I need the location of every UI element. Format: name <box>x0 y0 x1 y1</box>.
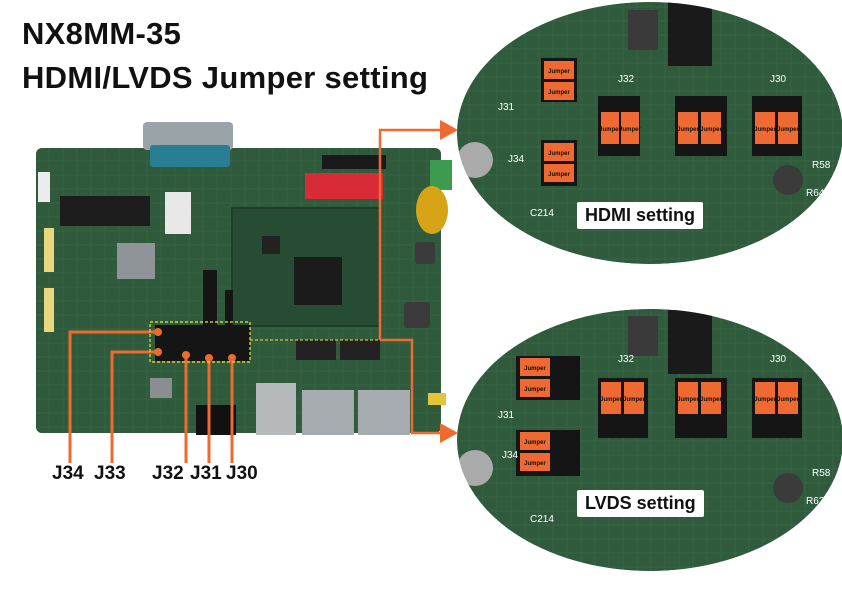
lvds-jumpers <box>520 358 798 471</box>
silk-j34-top: J34 <box>508 154 525 165</box>
board-photo <box>36 122 452 435</box>
jumper-text: Jumper <box>524 461 546 467</box>
silkscreen-labels: J32 J30 J31 J34 C214 R58 R64 J32 J30 J31… <box>498 74 831 525</box>
jumper-text: Jumper <box>548 90 570 96</box>
ethernet-port-2 <box>358 390 410 435</box>
silk-r64-top: R64 <box>806 188 825 199</box>
jumper-text: Jumper <box>548 172 570 178</box>
silk-j30-bot: J30 <box>770 354 787 365</box>
label-j33: J33 <box>94 463 126 484</box>
hdmi-jumpers <box>544 61 798 182</box>
callout-j33 <box>110 350 158 463</box>
jumper-text: Jumper <box>524 387 546 393</box>
silk-j34-bot: J34 <box>502 450 519 461</box>
silk-j31-bot: J31 <box>498 410 515 421</box>
arrow-to-lvds <box>380 338 440 435</box>
jumper-text: Jumper <box>548 69 570 75</box>
label-j30: J30 <box>226 463 258 484</box>
silk-c214-bot: C214 <box>530 514 554 525</box>
jumper-text: Jumper <box>700 127 722 133</box>
serial-connector <box>143 122 233 150</box>
jumper-text: Jumper <box>777 127 799 133</box>
silk-j32-top: J32 <box>618 74 635 85</box>
arrowhead-lvds <box>440 423 458 443</box>
board-jumper-area <box>155 325 250 361</box>
label-j32: J32 <box>152 463 184 484</box>
usb-port <box>256 383 296 435</box>
callout-lines <box>68 330 234 463</box>
silk-r58-top: R58 <box>812 160 831 171</box>
silk-r62-bot: R62 <box>806 496 825 507</box>
jumper-text: Jumper <box>754 397 776 403</box>
jumper-text: Jumper <box>599 127 621 133</box>
silk-j32-bot: J32 <box>618 354 635 365</box>
jumper-text: Jumper <box>777 397 799 403</box>
jumper-text: Jumper <box>619 127 641 133</box>
arrowhead-hdmi <box>440 120 458 140</box>
jumper-text: Jumper <box>600 397 622 403</box>
title-line1: NX8MM-35 <box>22 16 182 51</box>
jumper-text: Jumper <box>623 397 645 403</box>
title-line2: HDMI/LVDS Jumper setting <box>22 60 429 95</box>
zoom-arrows <box>378 120 458 443</box>
label-j31: J31 <box>190 463 222 484</box>
jumper-texts: Jumper Jumper Jumper Jumper Jumper Jumpe… <box>524 69 799 467</box>
red-connector <box>305 173 383 199</box>
silk-r58-bot: R58 <box>812 468 831 479</box>
callout-dots <box>154 328 236 362</box>
jumper-text: Jumper <box>677 397 699 403</box>
hdmi-setting-label: HDMI setting <box>577 202 703 229</box>
jumper-text: Jumper <box>754 127 776 133</box>
silk-j31-top: J31 <box>498 102 515 113</box>
silk-j30-top: J30 <box>770 74 787 85</box>
silk-c214-top: C214 <box>530 208 554 219</box>
arrow-to-hdmi <box>378 128 440 340</box>
callout-j34 <box>68 330 158 463</box>
label-j34: J34 <box>52 463 84 484</box>
jumper-highlight <box>149 321 251 363</box>
jumper-text: Jumper <box>524 440 546 446</box>
lvds-setting-label: LVDS setting <box>577 490 704 517</box>
ethernet-port-1 <box>302 390 354 435</box>
jumper-text: Jumper <box>677 127 699 133</box>
jumper-text: Jumper <box>700 397 722 403</box>
jumper-text: Jumper <box>524 366 546 372</box>
jumper-text: Jumper <box>548 151 570 157</box>
lvds-zoom <box>457 309 842 571</box>
